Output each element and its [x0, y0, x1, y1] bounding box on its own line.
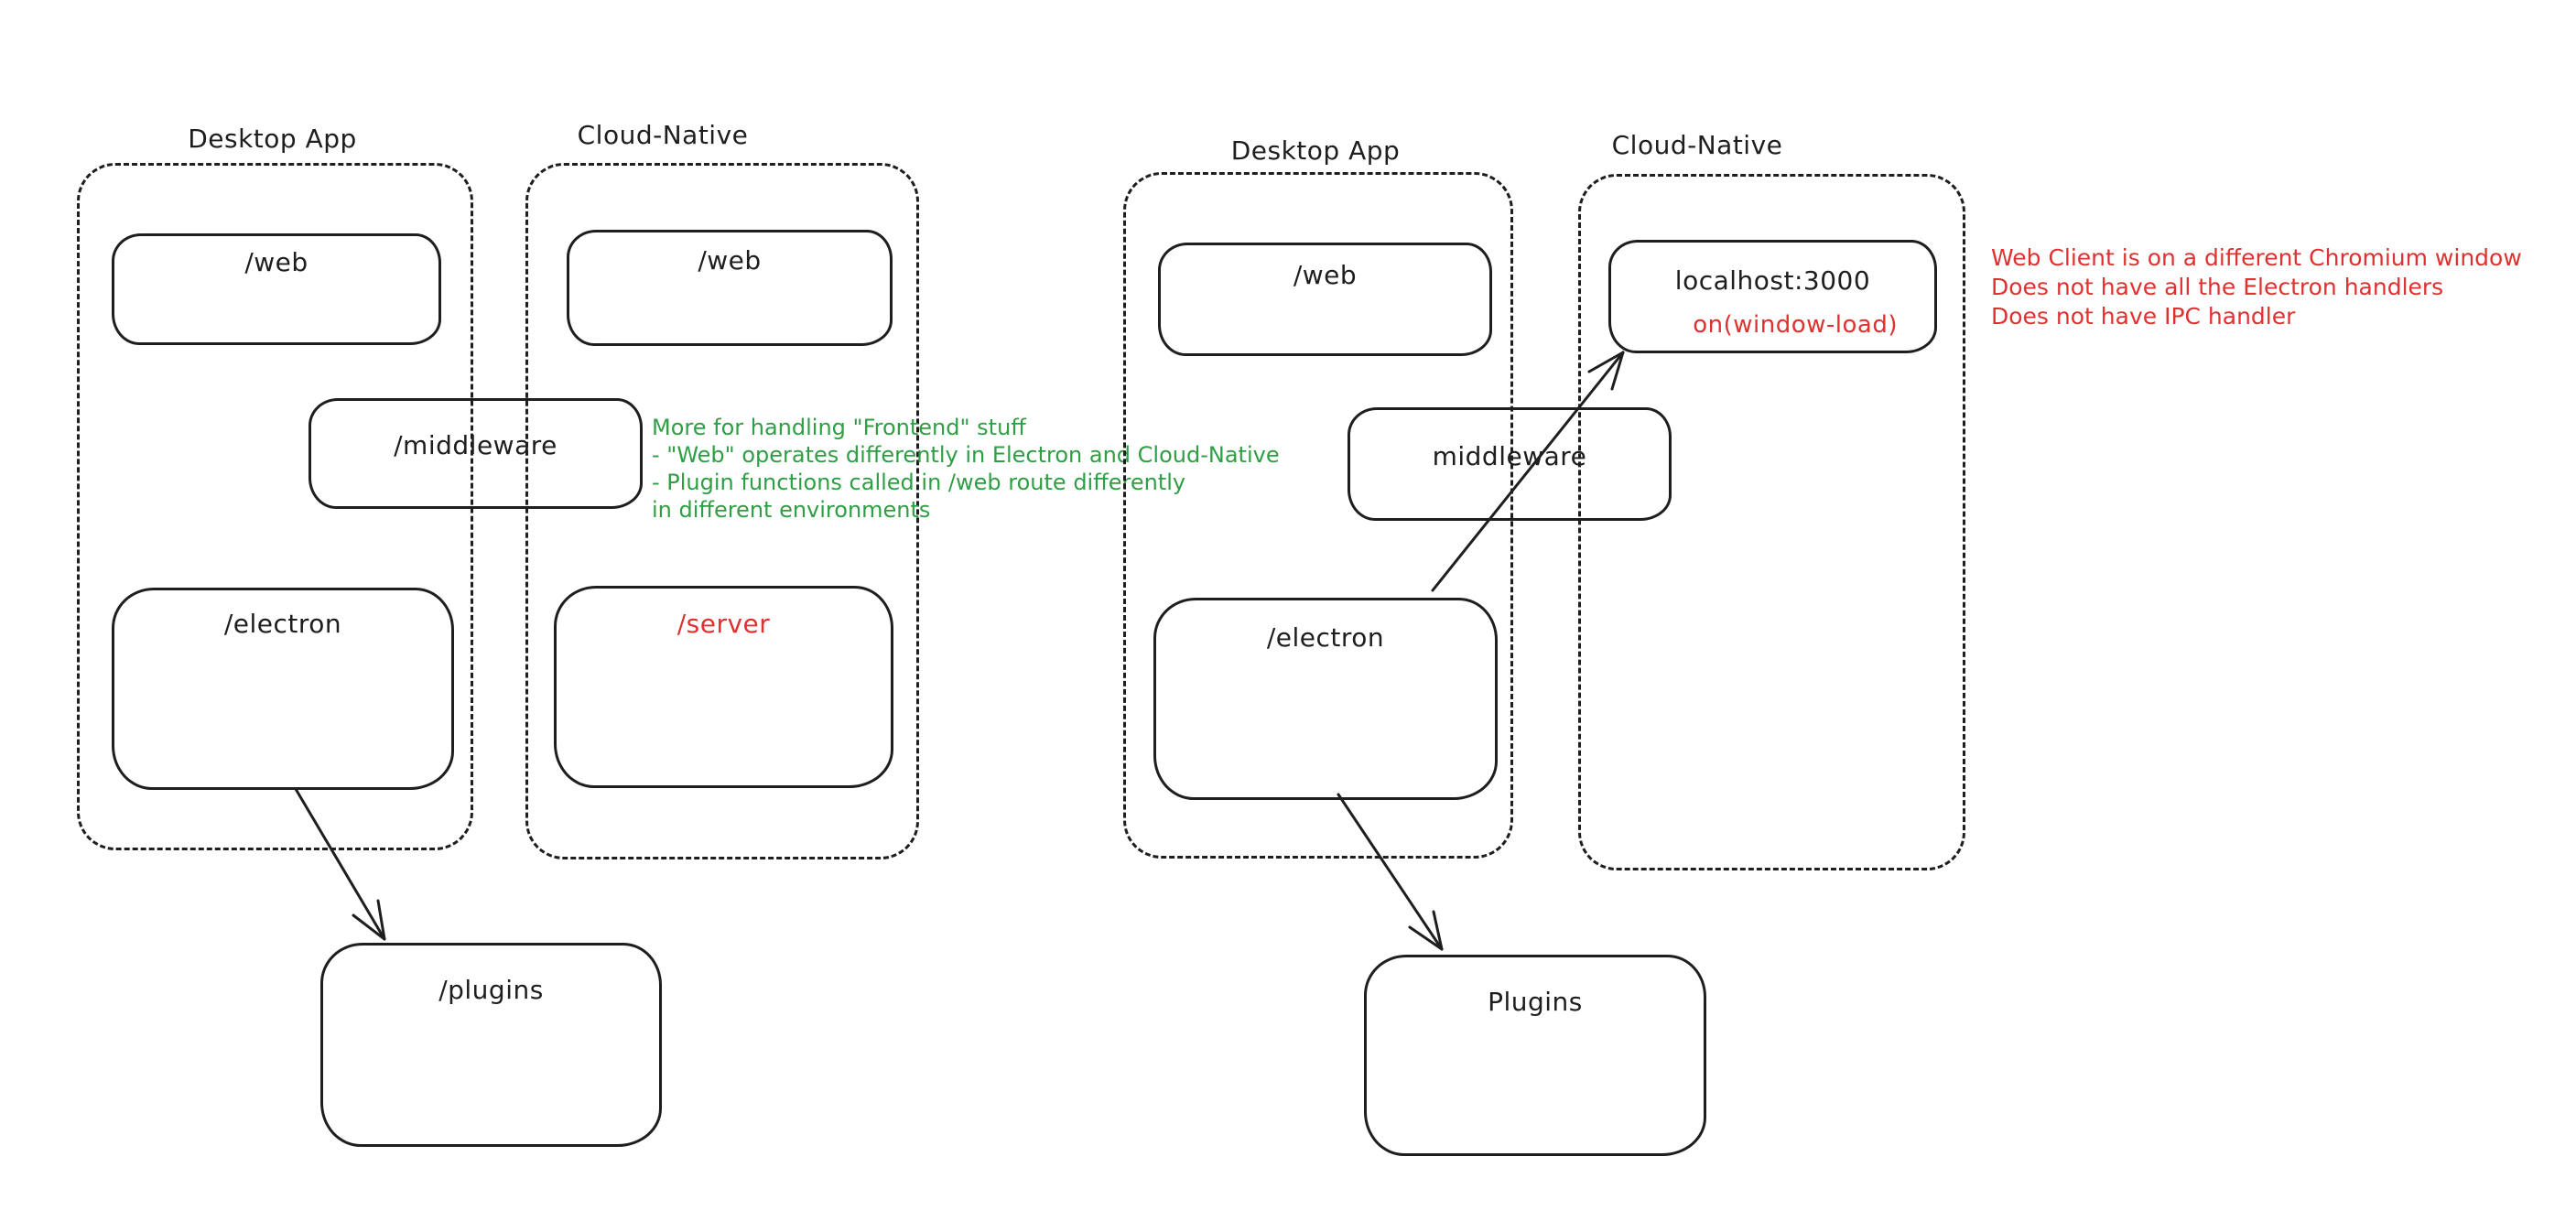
- note-line: Does not have all the Electron handlers: [1991, 274, 2444, 300]
- left-plugins-label: /plugins: [438, 975, 544, 1005]
- right-middleware-box: middleware: [1348, 407, 1672, 521]
- left-server-label: /server: [676, 609, 771, 639]
- left-desktop-web-box: /web: [112, 233, 441, 345]
- right-diagram-note: Web Client is on a different Chromium wi…: [1991, 243, 2522, 331]
- note-line: Web Client is on a different Chromium wi…: [1991, 244, 2522, 271]
- right-cloud-native-title: Cloud-Native: [1611, 130, 1783, 160]
- note-line: - Plugin functions called in /web route …: [652, 470, 1186, 495]
- left-cloud-native-title: Cloud-Native: [577, 120, 749, 150]
- right-localhost-event-label: on(window-load): [1693, 311, 1898, 339]
- left-desktop-web-label: /web: [244, 247, 308, 277]
- left-cloud-native-container: [525, 163, 919, 859]
- note-line: Does not have IPC handler: [1991, 303, 2296, 330]
- right-localhost-box: localhost:3000 on(window-load): [1608, 240, 1937, 353]
- right-electron-label: /electron: [1266, 622, 1385, 653]
- left-electron-label: /electron: [223, 609, 342, 639]
- note-line: - "Web" operates differently in Electron…: [652, 442, 1280, 468]
- right-desktop-web-label: /web: [1293, 260, 1358, 290]
- note-line: More for handling "Frontend" stuff: [652, 415, 1026, 440]
- left-middleware-box: /middleware: [308, 398, 643, 509]
- left-middleware-label: /middleware: [394, 430, 557, 460]
- right-plugins-label: Plugins: [1488, 987, 1583, 1017]
- right-desktop-web-box: /web: [1158, 243, 1492, 356]
- left-electron-box: /electron: [112, 588, 454, 790]
- left-cloud-web-box: /web: [567, 230, 893, 346]
- left-cloud-web-label: /web: [698, 245, 762, 276]
- note-line: in different environments: [652, 497, 931, 523]
- right-electron-box: /electron: [1153, 598, 1498, 800]
- left-desktop-app-title: Desktop App: [188, 124, 357, 154]
- right-desktop-app-title: Desktop App: [1230, 135, 1401, 166]
- right-middleware-label: middleware: [1432, 441, 1587, 471]
- left-server-box: /server: [554, 586, 893, 788]
- left-plugins-box: /plugins: [320, 943, 662, 1147]
- left-diagram-note: More for handling "Frontend" stuff - "We…: [652, 414, 1280, 524]
- right-plugins-box: Plugins: [1364, 955, 1706, 1156]
- right-localhost-label: localhost:3000: [1674, 265, 1871, 296]
